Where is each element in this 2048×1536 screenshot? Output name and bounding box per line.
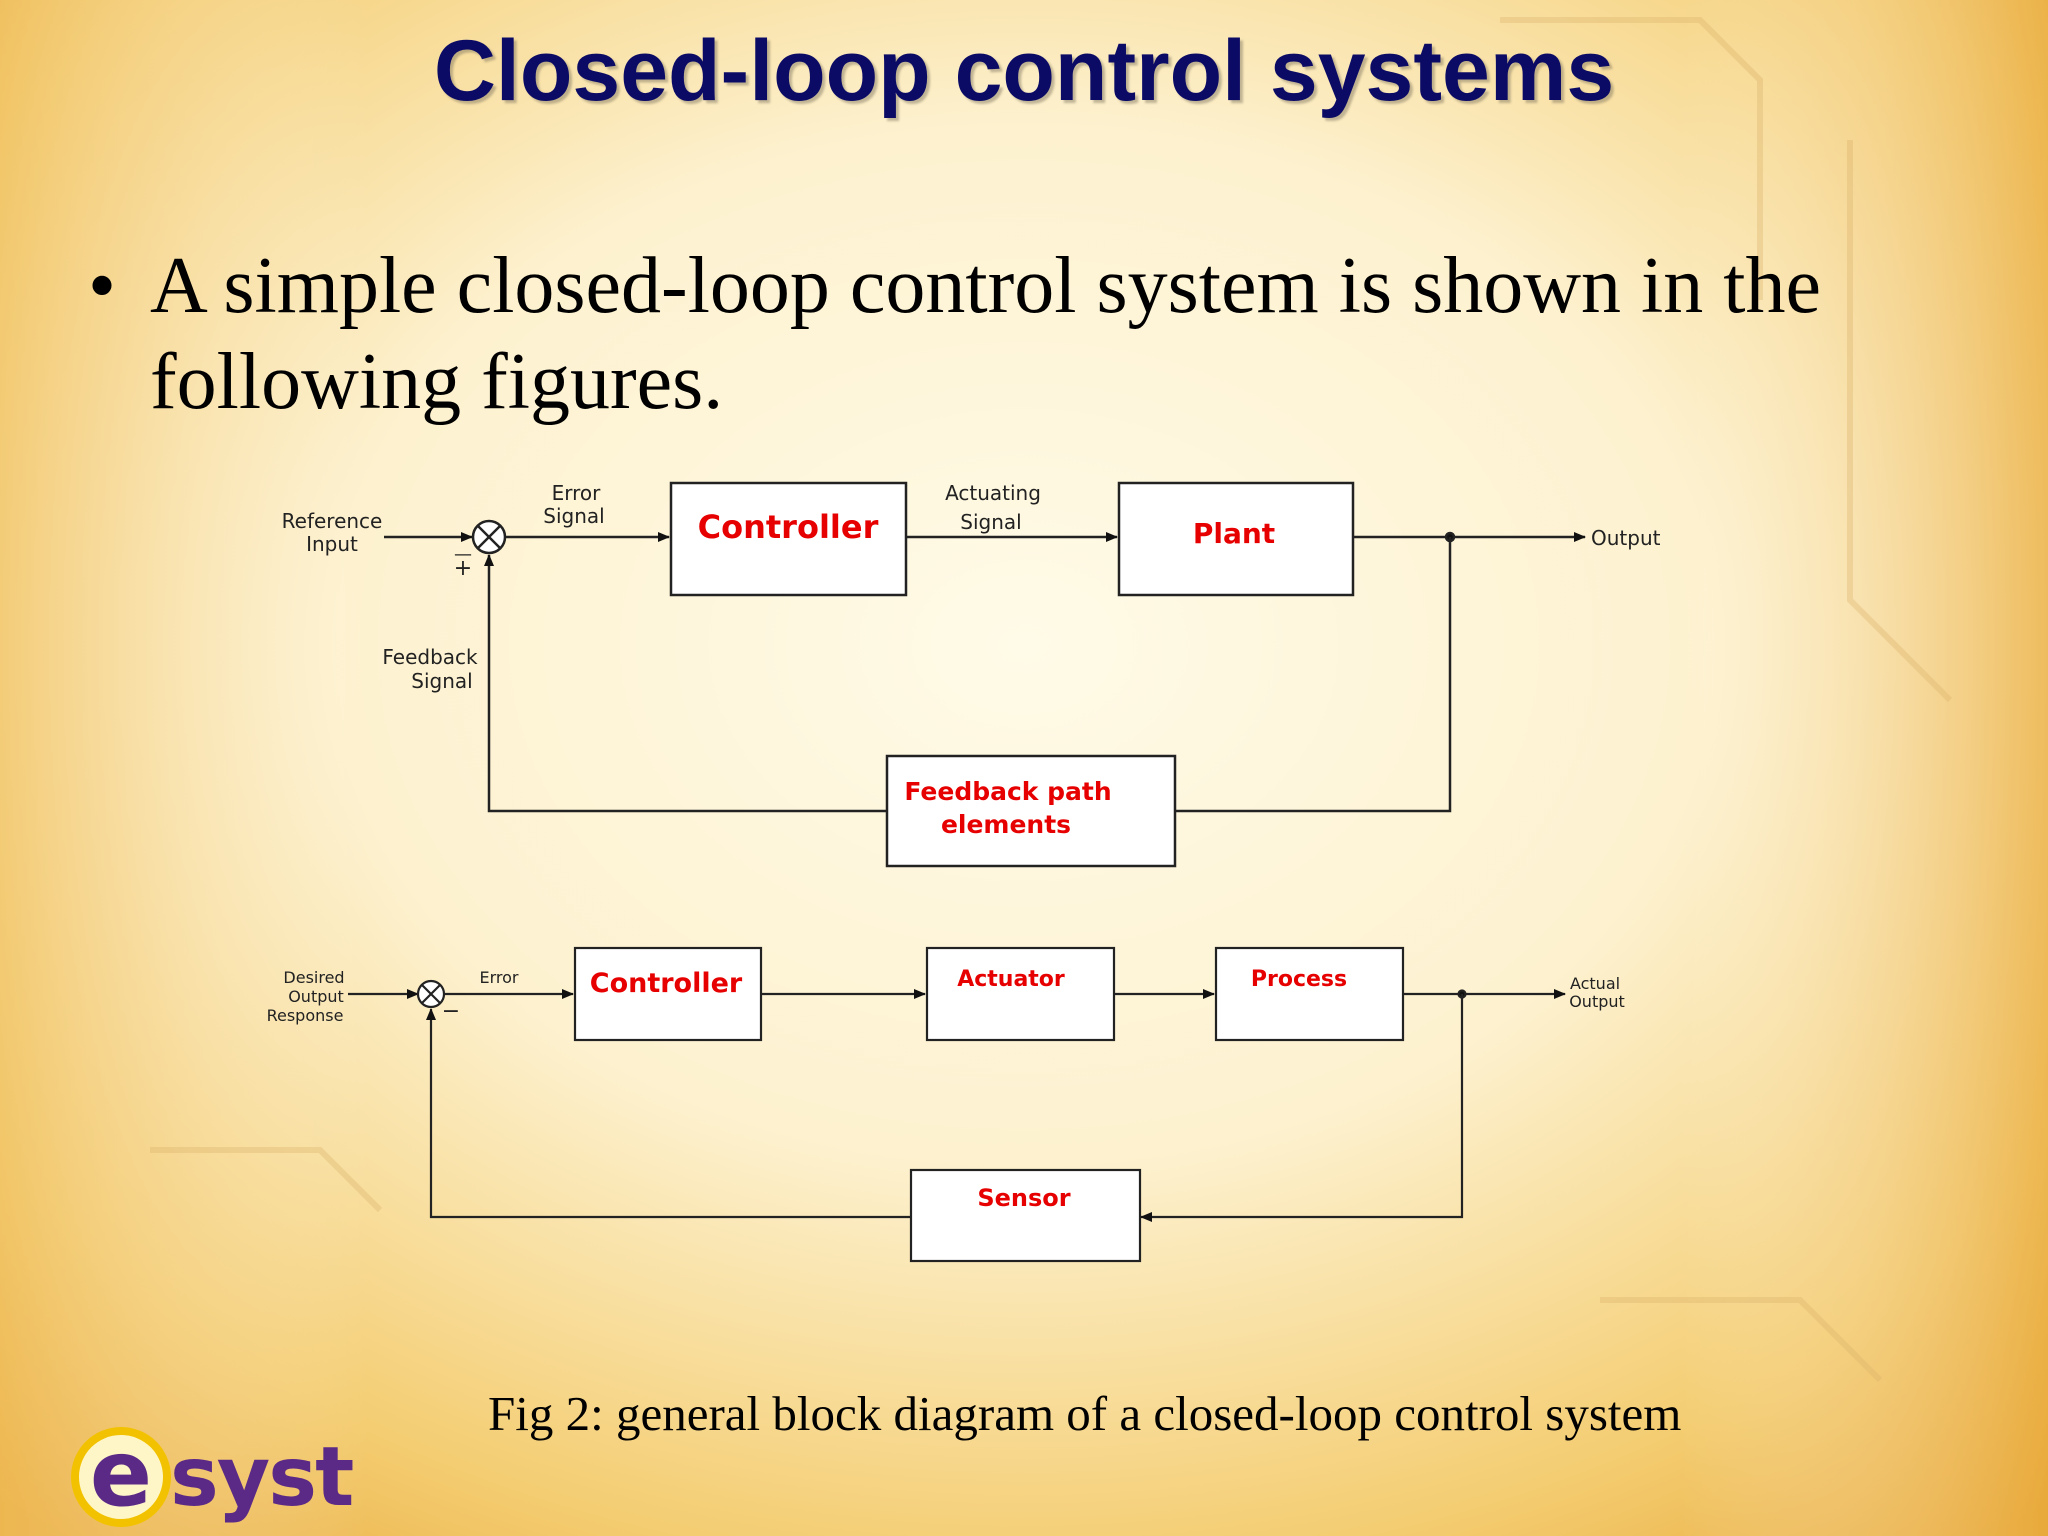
d2-controller-label: Controller [590,968,743,999]
d2-desired-label-3: Response [267,1006,344,1025]
diagram-2 [348,946,1566,1263]
d2-process-block [1214,946,1405,1042]
slide-title: Closed-loop control systems [433,23,1615,119]
d2-actuator-label: Actuator [957,967,1065,992]
d1-feedback-signal-label-2: Signal [411,669,472,693]
figure-caption: Fig 2: general block diagram of a closed… [488,1386,1682,1441]
d2-minus-sign: − [442,999,460,1024]
d1-feedback-signal-label-1: Feedback [382,645,478,669]
d1-controller-block [669,481,908,597]
bullet-marker: • [88,242,117,330]
d2-actual-output-label-2: Output [1569,992,1625,1011]
d1-reference-label-2: Input [306,532,358,556]
d1-controller-label: Controller [698,508,879,546]
d1-plant-label: Plant [1193,517,1275,550]
d2-desired-label-1: Desired [283,968,344,987]
d1-feedback-line-left [484,554,887,813]
d1-actuating-label-2: Signal [960,510,1021,534]
d2-feedback-line-left [426,1008,911,1219]
d1-minus-sign: — [454,544,472,565]
d2-process-label: Process [1251,967,1347,992]
d1-actuating-label-1: Actuating [945,481,1041,505]
d1-output-label: Output [1591,526,1661,550]
d1-plant-block [1117,481,1355,597]
d2-error-label: Error [480,968,519,987]
d1-feedback-block-label-2: elements [941,810,1071,839]
d2-sensor-label: Sensor [977,1184,1070,1212]
svg-text:e: e [90,1420,152,1527]
d1-summing-junction-icon [471,519,507,555]
d1-reference-label-1: Reference [282,509,383,533]
d1-error-label-2: Signal [543,504,604,528]
d1-error-label-1: Error [552,481,602,505]
d2-desired-label-2: Output [288,987,344,1006]
d2-actuator-block [925,946,1116,1042]
diagram-1 [384,481,1586,868]
d2-controller-block [573,946,763,1042]
d1-plus-sign: + [454,556,472,581]
d2-actual-output-label-1: Actual [1570,974,1620,993]
d1-feedback-block-label-1: Feedback path [904,777,1111,806]
svg-text:syst: syst [170,1430,353,1525]
bullet-text: A simple closed-loop control system is s… [150,242,1821,426]
d2-sensor-block [909,1168,1142,1263]
esyst-logo: e syst [71,1420,355,1527]
d1-feedback-line-right [1175,537,1452,813]
d2-summing-junction-icon [416,979,446,1009]
d2-feedback-line-right [1140,994,1464,1222]
